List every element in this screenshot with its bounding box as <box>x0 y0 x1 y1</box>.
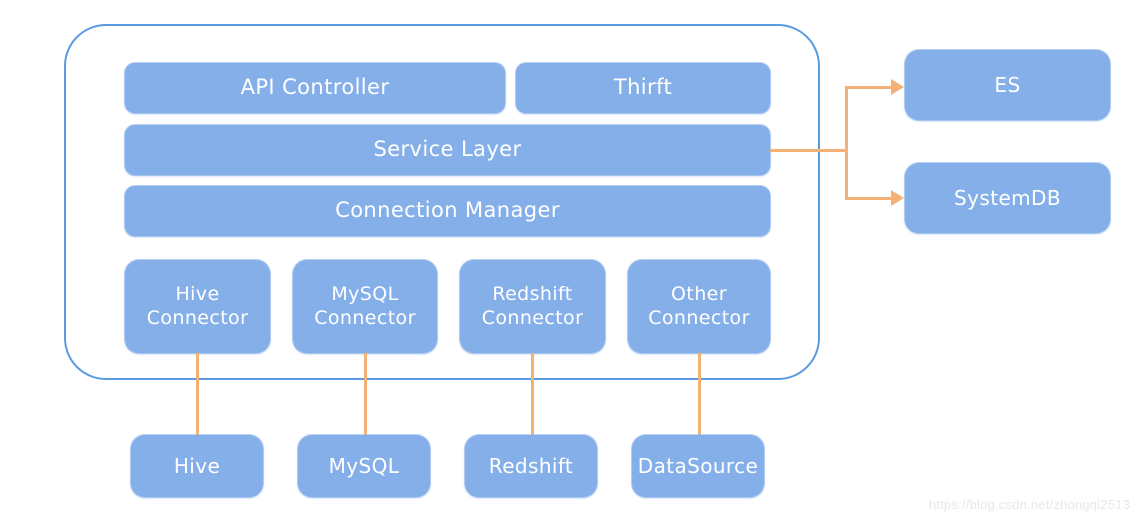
node-datasource-redshift[interactable]: Redshift <box>465 435 597 497</box>
node-mysql-connector-label-line1: MySQL <box>331 283 399 306</box>
node-mysql-connector-label-line2: Connector <box>314 306 416 329</box>
node-datasource-other[interactable]: DataSource <box>632 435 764 497</box>
node-es-label: ES <box>994 72 1021 97</box>
node-api-controller[interactable]: API Controller <box>125 63 505 113</box>
node-other-connector[interactable]: Other Connector <box>628 260 770 353</box>
link-mysql-connector-to-mysql <box>364 353 367 435</box>
node-api-controller-label: API Controller <box>240 75 390 100</box>
node-datasource-hive[interactable]: Hive <box>131 435 263 497</box>
node-datasource-redshift-label: Redshift <box>488 453 574 478</box>
node-connection-manager-label: Connection Manager <box>335 198 560 223</box>
node-service-layer-label: Service Layer <box>373 137 522 162</box>
arrowhead-es-icon <box>891 79 904 95</box>
node-systemdb[interactable]: SystemDB <box>905 163 1110 233</box>
system-boundary-container <box>64 24 820 380</box>
node-datasource-mysql[interactable]: MySQL <box>298 435 430 497</box>
node-thirft[interactable]: Thirft <box>516 63 770 113</box>
node-redshift-connector-label-line2: Connector <box>481 306 584 329</box>
node-service-layer[interactable]: Service Layer <box>125 125 770 175</box>
link-service-layer-stem <box>770 149 848 152</box>
node-redshift-connector-label-line1: Redshift <box>492 283 573 306</box>
link-redshift-connector-to-redshift <box>531 353 534 435</box>
node-hive-connector[interactable]: Hive Connector <box>125 260 270 353</box>
watermark-text: https://blog.csdn.net/zhongqi2513 <box>928 497 1130 512</box>
node-mysql-connector[interactable]: MySQL Connector <box>293 260 437 353</box>
link-service-layer-spine <box>845 87 848 200</box>
node-hive-connector-label-line1: Hive <box>175 283 220 306</box>
node-other-connector-label-line2: Connector <box>648 306 750 329</box>
node-hive-connector-label-line2: Connector <box>146 306 249 329</box>
node-other-connector-label-line1: Other <box>671 283 727 306</box>
link-other-connector-to-datasource <box>698 353 701 435</box>
node-systemdb-label: SystemDB <box>954 185 1061 210</box>
node-datasource-mysql-label: MySQL <box>328 453 400 478</box>
arrowhead-systemdb-icon <box>891 190 904 206</box>
node-datasource-other-label: DataSource <box>637 453 759 478</box>
link-service-layer-to-es <box>845 86 893 89</box>
node-es[interactable]: ES <box>905 50 1110 120</box>
node-redshift-connector[interactable]: Redshift Connector <box>460 260 605 353</box>
link-hive-connector-to-hive <box>196 353 199 435</box>
node-connection-manager[interactable]: Connection Manager <box>125 186 770 236</box>
node-thirft-label: Thirft <box>613 75 673 100</box>
node-datasource-hive-label: Hive <box>173 453 221 478</box>
link-service-layer-to-systemdb <box>845 197 893 200</box>
